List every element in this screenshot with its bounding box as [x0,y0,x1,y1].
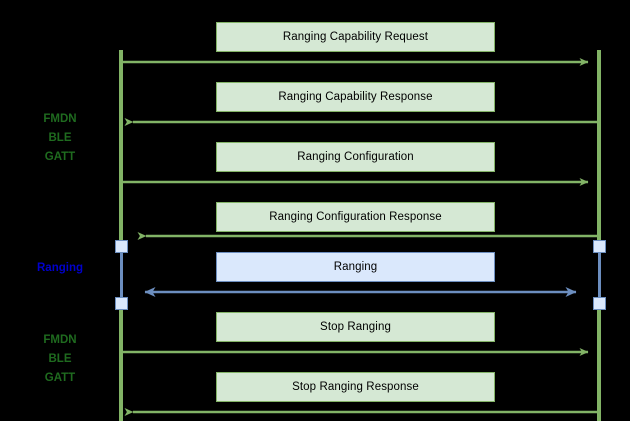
activation-left-start [114,239,128,253]
activation-right-start [592,239,606,253]
right-lifeline-ranging [598,247,601,305]
message-label: Ranging Configuration Response [269,211,442,223]
left-lifeline-ranging [120,247,123,305]
phase-label-fmdn-ble-gatt-top: FMDN BLE GATT [43,113,77,163]
message-label: Ranging Configuration [297,151,414,163]
message-box-ranging-capability-request[interactable]: Ranging Capability Request [216,22,495,52]
message-label: Stop Ranging Response [292,381,419,393]
right-lifeline-lower [597,303,601,421]
message-label: Ranging Capability Request [282,31,429,43]
left-lifeline-lower [119,303,123,421]
left-lifeline-upper [119,50,123,247]
message-label: Stop Ranging [320,321,391,333]
message-label: Ranging [333,261,378,273]
right-lifeline-upper [597,50,601,247]
message-box-ranging-capability-response[interactable]: Ranging Capability Response [216,82,495,112]
message-label: Ranging Capability Response [278,91,433,103]
phase-label-fmdn-ble-gatt-bottom: FMDN BLE GATT [43,334,77,384]
message-box-ranging[interactable]: Ranging [216,252,495,282]
message-box-stop-ranging-response[interactable]: Stop Ranging Response [216,372,495,402]
phase-label-ranging: Ranging [37,262,83,274]
message-box-stop-ranging[interactable]: Stop Ranging [216,312,495,342]
activation-left-end [114,296,128,310]
message-box-ranging-configuration[interactable]: Ranging Configuration [216,142,495,172]
activation-right-end [592,296,606,310]
message-box-ranging-configuration-response[interactable]: Ranging Configuration Response [216,202,495,232]
